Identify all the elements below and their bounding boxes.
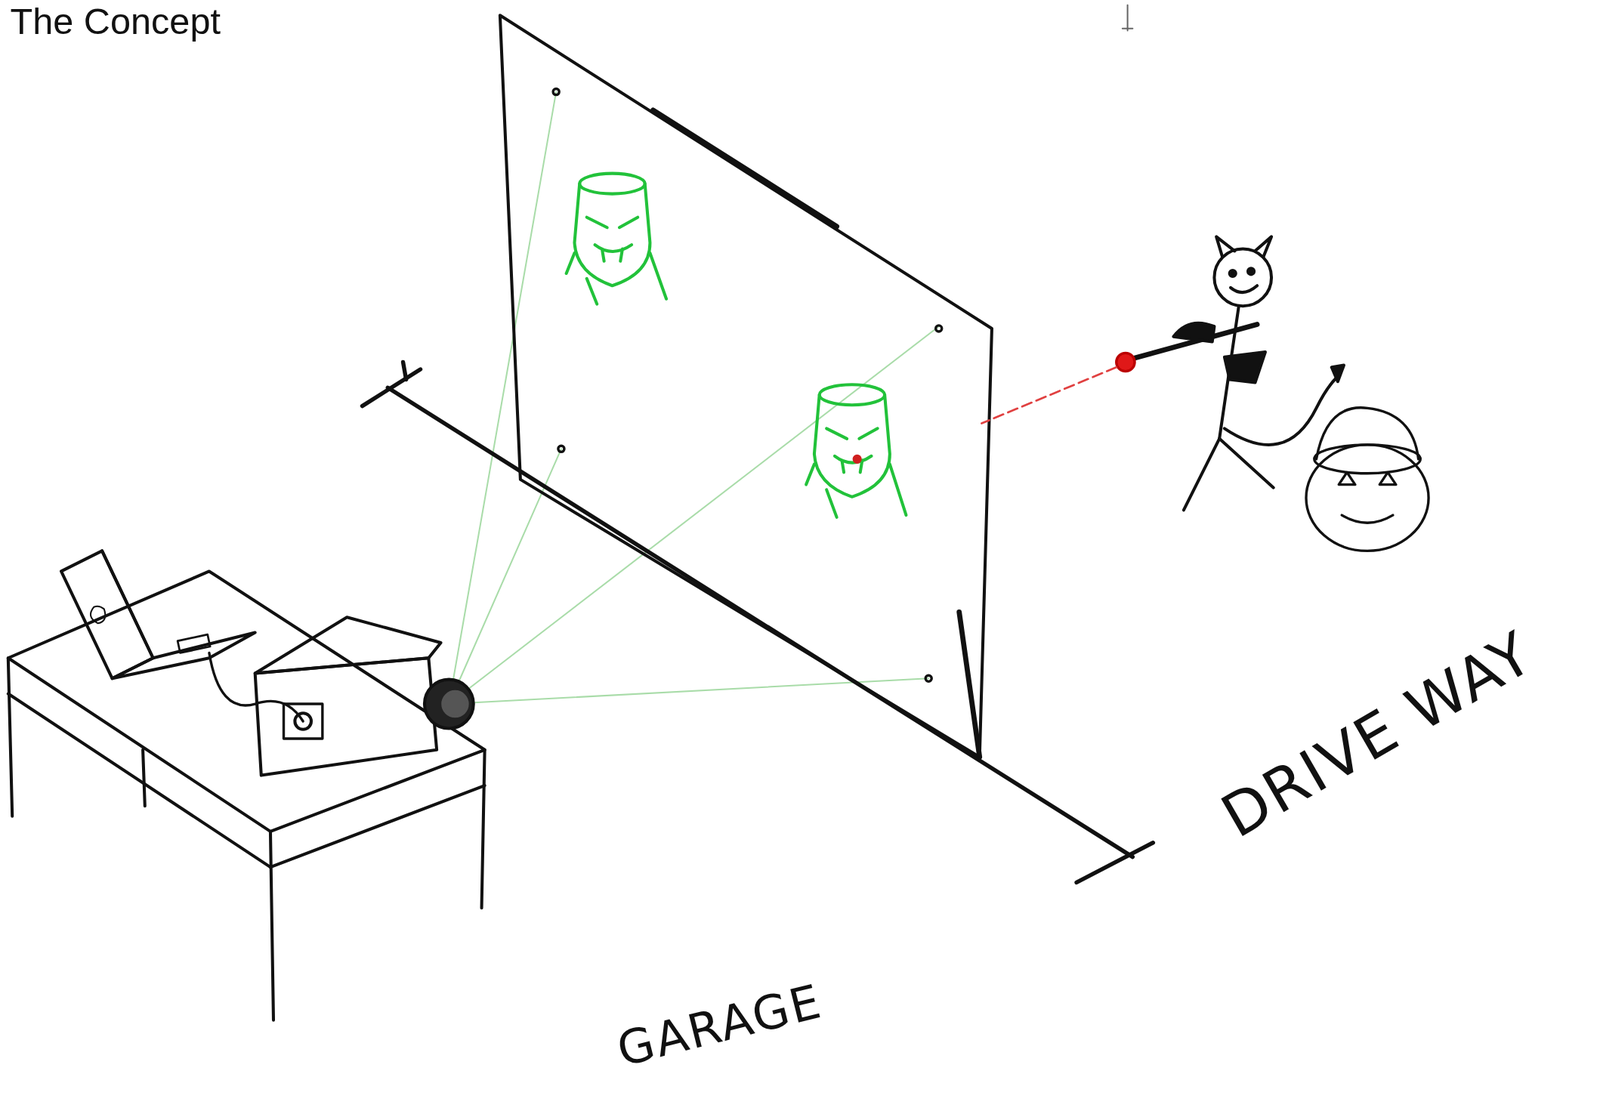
vampire-face	[806, 384, 906, 518]
vampire-face-part	[826, 428, 878, 439]
projection-screen-part	[552, 89, 560, 96]
devil-figure-part	[1224, 352, 1266, 384]
table-part	[8, 694, 271, 868]
projection-rays-part	[448, 326, 939, 705]
pumpkin-basket-part	[1314, 444, 1421, 474]
vampire-face-part	[579, 173, 645, 195]
pencil-marks	[1122, 5, 1134, 31]
pencil-marks-part	[1127, 5, 1129, 31]
laptop-part	[61, 550, 154, 679]
vampire-face-part	[574, 183, 650, 286]
laser-beam	[981, 352, 1135, 424]
vampire-face-part	[594, 244, 632, 262]
devil-figure-part	[1331, 365, 1344, 383]
projection-screen-part	[500, 15, 992, 757]
pumpkin-basket-part	[1338, 472, 1397, 523]
area-label: DRIVE WAY	[1210, 617, 1545, 852]
vampire-face-part	[586, 217, 639, 229]
area-label: GARAGE	[611, 973, 828, 1078]
pencil-marks-part	[1122, 27, 1134, 30]
laptop-part	[101, 550, 154, 658]
devil-figure-part	[1173, 323, 1214, 343]
devil-figure-part	[1229, 270, 1236, 277]
projection-screen-part	[652, 110, 837, 227]
projection-rays	[448, 92, 939, 705]
vampire-face-part	[566, 253, 667, 305]
table-part	[142, 750, 146, 807]
vampire-face-part	[819, 384, 885, 405]
laser-beam-part	[981, 367, 1116, 424]
laptop	[61, 550, 256, 679]
projection-screen-part	[935, 325, 943, 332]
devil-figure-part	[1224, 377, 1338, 445]
table-part	[270, 831, 274, 1021]
screen-stand-part	[362, 369, 421, 407]
laser-beam-part	[1116, 352, 1135, 371]
projector-part	[255, 657, 437, 776]
screen-stand-part	[387, 387, 1133, 857]
projection-screen-part	[558, 445, 565, 452]
vampire-face-part	[854, 456, 861, 463]
projector	[209, 617, 474, 776]
table	[8, 571, 485, 1020]
pumpkin-basket-part	[1306, 444, 1429, 551]
devil-figure	[1130, 236, 1344, 510]
devil-figure-part	[1183, 438, 1220, 511]
devil-figure-part	[1216, 236, 1272, 257]
screen-stand-part	[1076, 843, 1153, 884]
pumpkin-basket	[1306, 407, 1429, 552]
laptop-part	[90, 606, 106, 624]
projector-part	[442, 691, 467, 717]
projection-rays-part	[448, 92, 556, 705]
devil-figure-part	[1247, 268, 1255, 275]
projection-screen-part	[925, 675, 932, 682]
screen-stand-part	[403, 362, 407, 380]
vampire-face-part	[814, 395, 890, 498]
projection-screen	[500, 15, 992, 757]
devil-figure-part	[1230, 285, 1258, 293]
table-part	[481, 750, 485, 909]
table-part	[8, 657, 13, 816]
page-title: The Concept	[10, 0, 221, 44]
laptop-part	[112, 632, 256, 679]
projector-part	[209, 652, 303, 722]
vampire-face	[566, 173, 667, 305]
laptop-part	[177, 634, 211, 653]
table-part	[270, 785, 485, 868]
projection-screen-part	[959, 611, 980, 757]
vampire-face-part	[834, 456, 872, 473]
vampire-face-part	[806, 464, 906, 518]
projector-part	[424, 679, 474, 729]
pumpkin-basket-part	[1315, 407, 1418, 460]
